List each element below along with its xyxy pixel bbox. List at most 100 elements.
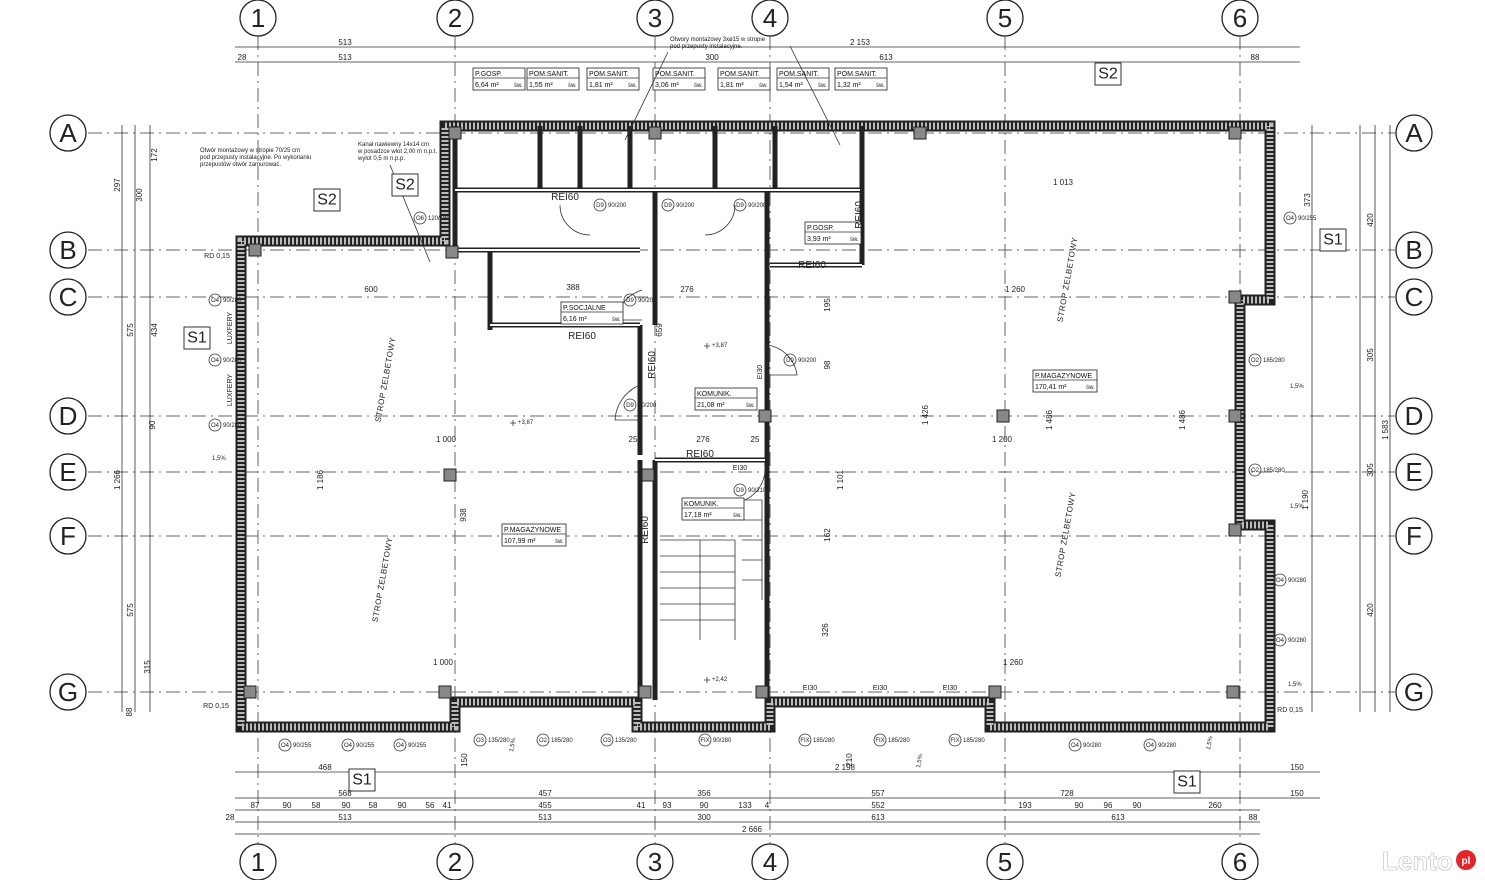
column: [1228, 523, 1242, 537]
column: [913, 126, 927, 140]
dimension-value: 87: [251, 801, 260, 810]
slope-label: 1,5%: [1206, 735, 1214, 750]
level-value: +3,87: [518, 420, 534, 426]
grid-bubble-row: [1395, 517, 1433, 555]
opening-size: 185/280: [1263, 358, 1285, 364]
opening-tag: O4: [1276, 578, 1285, 584]
opening-tag-circle: [278, 738, 292, 752]
room-name: P.MAGAZYNOWE: [1035, 373, 1092, 380]
room-unit: św.: [759, 83, 768, 89]
section-tag: S1: [187, 330, 207, 347]
grid-label-row: E: [59, 457, 76, 487]
dimension-value: 575: [126, 603, 135, 617]
dimension-value: 1 013: [1053, 178, 1074, 187]
opening-size: 90/255: [408, 743, 427, 749]
opening-size: 90/280: [713, 738, 732, 744]
room-area: 3,93 m²: [807, 236, 831, 243]
slope-label: 1,5%: [1290, 504, 1304, 510]
dimension-value: 150: [460, 753, 469, 767]
wall-label: REI60: [798, 260, 826, 271]
dimension-value: 557: [871, 789, 885, 798]
dimension-value: 1 200: [992, 435, 1013, 444]
room-area: 1,81 m²: [589, 82, 613, 89]
column: [1226, 685, 1240, 699]
grid-bubble-row: [1395, 673, 1433, 711]
dimension-value: 210: [845, 753, 854, 767]
wall-label: REI60: [647, 351, 658, 379]
grid-label-row: G: [1404, 677, 1424, 707]
column: [438, 685, 452, 699]
opening-tag-circle: [661, 198, 675, 212]
wall-label: REI60: [686, 449, 714, 460]
wall-label: EI30: [803, 685, 818, 692]
opening-size: 90/200: [748, 203, 767, 209]
opening-tag: O6: [416, 216, 425, 222]
dimension-value: 552: [871, 801, 885, 810]
room-name: POM.SANIT.: [529, 71, 569, 78]
watermark-suffix: pl: [1462, 856, 1471, 867]
grid-bubble-row: [49, 278, 87, 316]
room-unit: św.: [818, 83, 827, 89]
grid-label-col: 3: [648, 3, 662, 33]
grid-bubble-row: [1395, 397, 1433, 435]
room-label-box: [694, 387, 758, 411]
room-name: KOMUNIK.: [684, 501, 719, 508]
opening-size: 90/280: [223, 358, 242, 364]
opening-tag-circle: [1273, 633, 1287, 647]
room-name: P.GOSP.: [475, 71, 502, 78]
dimension-value: 133: [738, 801, 752, 810]
opening-tag-circle: [1248, 463, 1262, 477]
opening-tag-circle: [600, 733, 614, 747]
dimension-value: 513: [338, 813, 352, 822]
dimension-value: 356: [697, 789, 711, 798]
wall-label: RD 0,15: [203, 703, 229, 710]
grid-bubble-row: [1395, 114, 1433, 152]
grid-bubble-col: [751, 0, 789, 37]
opening-tag: D9: [664, 203, 672, 209]
opening-size: 90/200: [638, 298, 657, 304]
room-area: 107,99 m²: [504, 538, 536, 545]
column: [638, 685, 652, 699]
opening-tag-circle: [1143, 738, 1157, 752]
room-label-box: [560, 301, 624, 325]
opening-tag: O4: [211, 298, 220, 304]
opening-size: 90/280: [1083, 743, 1102, 749]
room-area: 1,81 m²: [720, 82, 744, 89]
opening-size: 90/280: [1158, 743, 1177, 749]
room-area: 1,55 m²: [529, 82, 553, 89]
opening-tag-circle: [733, 198, 747, 212]
opening-tag-circle: [733, 483, 747, 497]
room-name: KOMUNIK.: [697, 391, 732, 398]
opening-tag: O2: [1251, 358, 1260, 364]
wall-label: LUXFERY: [227, 374, 234, 406]
opening-size: 90/280: [1288, 578, 1307, 584]
room-unit: św.: [850, 237, 859, 243]
dimension-value: 434: [150, 323, 159, 337]
slope-label: 1,5%: [1288, 682, 1302, 688]
room-unit: św.: [1086, 385, 1095, 391]
section-tag-box: [1319, 228, 1347, 252]
dimension-value: 455: [538, 801, 552, 810]
wall-label: EI30: [765, 218, 772, 233]
grid-label-row: C: [1405, 282, 1424, 312]
dimension-value: 1 000: [436, 435, 457, 444]
grid-label-row: A: [1405, 118, 1423, 148]
opening-size: 90/255: [293, 743, 312, 749]
opening-tag: O4: [1071, 743, 1080, 749]
opening-size: 185/280: [888, 738, 910, 744]
interior-walls-inner: [455, 189, 862, 461]
grid-bubble-row: [1395, 453, 1433, 491]
grid-label-row: E: [1405, 457, 1422, 487]
grid-bubble-col: [239, 0, 277, 37]
grid-label-col: 6: [1233, 847, 1247, 877]
opening-tag: FIX: [800, 738, 809, 744]
note-line: przepustów otwór zamurować.: [200, 162, 281, 168]
opening-size: 185/280: [551, 738, 573, 744]
dimension-value: 88: [125, 707, 134, 716]
wall-label: REI60: [551, 192, 579, 203]
slab-label: STROP ŻELBETOWY: [371, 536, 395, 623]
opening-tag-circle: [783, 353, 797, 367]
grid-bubble-col: [436, 0, 474, 37]
